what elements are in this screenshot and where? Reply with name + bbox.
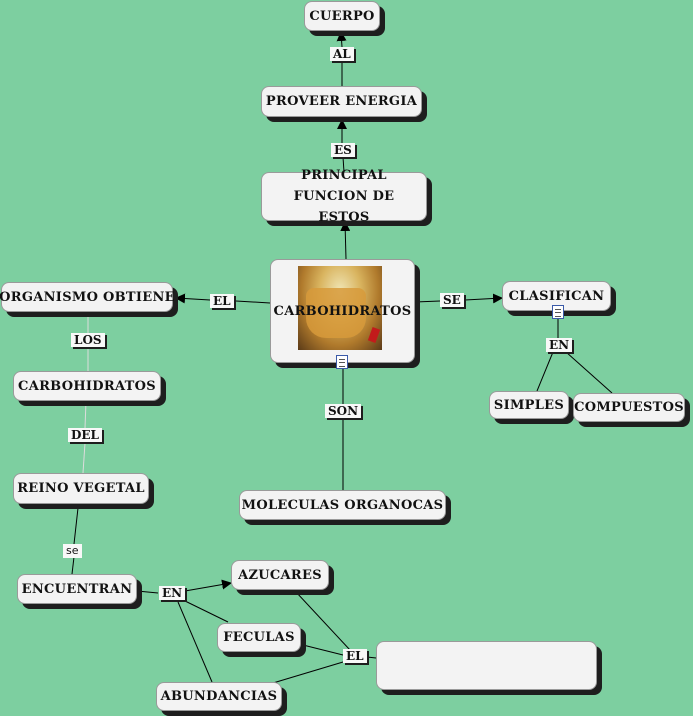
link-label-en-left: EN xyxy=(159,586,186,600)
node-abundancias[interactable]: ABUNDANCIAS xyxy=(156,682,282,711)
line-en-simples xyxy=(536,351,554,392)
link-label-el-left: EL xyxy=(210,294,234,308)
document-icon[interactable] xyxy=(336,355,348,369)
node-reino-vegetal[interactable]: REINO VEGETAL xyxy=(13,473,149,504)
line-del-reino xyxy=(82,442,86,474)
node-moleculas[interactable]: MOLECULAS ORGANOCAS xyxy=(239,490,446,520)
node-cuerpo[interactable]: CUERPO xyxy=(304,1,380,31)
line-en-azucares xyxy=(184,579,232,592)
line-abundancias-el xyxy=(272,661,344,684)
node-exeso[interactable] xyxy=(376,641,597,690)
carbohydrates-food-photo xyxy=(298,266,382,350)
line-se-encuentran xyxy=(71,556,75,575)
line-carbohidratos-del xyxy=(84,400,87,429)
node-proveer-energia[interactable]: PROVEER ENERGIA xyxy=(261,86,422,117)
line-encuentran-en xyxy=(136,590,159,594)
line-al-cuerpo xyxy=(336,31,347,48)
link-label-el-lower: EL xyxy=(343,649,367,663)
link-label-los: LOS xyxy=(71,333,105,347)
node-organismo-obtiene[interactable]: ORGANISMO OBTIENE xyxy=(0,282,175,312)
line-el-organismo xyxy=(175,293,211,304)
node-compuestos[interactable]: COMPUESTOS xyxy=(573,393,685,422)
link-label-es: ES xyxy=(331,143,355,157)
link-label-al: AL xyxy=(330,47,354,61)
line-en-abundancias xyxy=(177,601,213,683)
link-label-son: SON xyxy=(325,404,362,418)
link-label-se-right: SE xyxy=(440,293,464,307)
line-center-principal xyxy=(340,221,351,260)
document-icon[interactable] xyxy=(552,305,564,319)
node-principal-funcion[interactable]: PRINCIPAL FUNCION DE ESTOS xyxy=(261,168,427,225)
line-se-clasifican xyxy=(464,293,503,304)
line-azucares-el xyxy=(295,591,351,651)
node-azucares[interactable]: AZUCARES xyxy=(231,560,329,590)
line-center-se xyxy=(414,300,441,303)
node-simples[interactable]: SIMPLES xyxy=(489,391,569,419)
link-label-del: DEL xyxy=(68,428,102,442)
line-principal-es xyxy=(342,156,345,173)
line-feculas-el xyxy=(302,644,344,656)
node-carbohidratos-left[interactable]: CARBOHIDRATOS xyxy=(13,371,161,401)
line-en-feculas xyxy=(182,599,229,623)
link-label-en-right: EN xyxy=(546,338,573,352)
line-en-compuestos xyxy=(565,351,613,394)
node-feculas[interactable]: FECULAS xyxy=(217,623,301,652)
node-encuentran[interactable]: ENCUENTRAN xyxy=(17,574,137,604)
node-carbohidratos-center-label: CARBOHIDRATOS xyxy=(273,303,412,319)
link-label-se-lower: se xyxy=(63,544,82,558)
line-reino-se xyxy=(73,507,79,545)
line-center-el xyxy=(235,300,271,304)
node-carbohidratos-center[interactable]: CARBOHIDRATOS xyxy=(270,259,415,363)
line-el-exeso xyxy=(366,656,377,659)
